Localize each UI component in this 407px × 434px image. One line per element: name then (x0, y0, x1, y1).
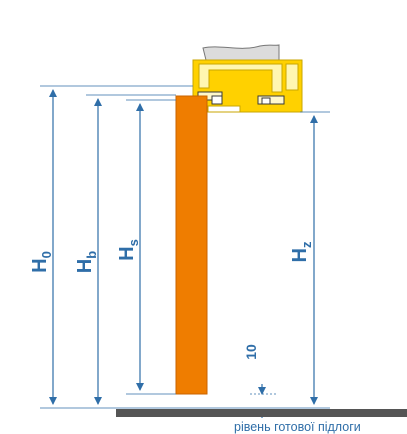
label-hs-sub: s (126, 239, 141, 246)
label-hb-main: H (74, 259, 96, 273)
label-hs: Hs (116, 239, 141, 261)
door-leaf (175, 95, 208, 395)
label-gap: 10 (243, 344, 259, 360)
label-h0-main: H (29, 258, 51, 272)
label-hb: Hb (74, 251, 99, 273)
svg-text:Hb: Hb (74, 251, 99, 273)
label-h0-sub: 0 (39, 251, 54, 258)
svg-text:Hz: Hz (289, 241, 314, 262)
label-gap-text: 10 (243, 344, 259, 360)
label-h0: H0 (29, 251, 54, 273)
floor-label: рівень готової підлоги (234, 420, 361, 434)
svg-text:H0: H0 (29, 251, 54, 273)
extension-lines (40, 85, 330, 409)
label-hz-sub: z (299, 241, 314, 248)
dimension-lines (49, 89, 318, 418)
svg-text:Hs: Hs (116, 239, 141, 261)
label-hb-sub: b (84, 251, 99, 259)
floor: рівень готової підлоги (116, 409, 407, 434)
rail-profile (192, 59, 303, 113)
label-hs-main: H (116, 246, 138, 260)
label-hz-main: H (289, 248, 311, 262)
label-hz: Hz (289, 241, 314, 262)
